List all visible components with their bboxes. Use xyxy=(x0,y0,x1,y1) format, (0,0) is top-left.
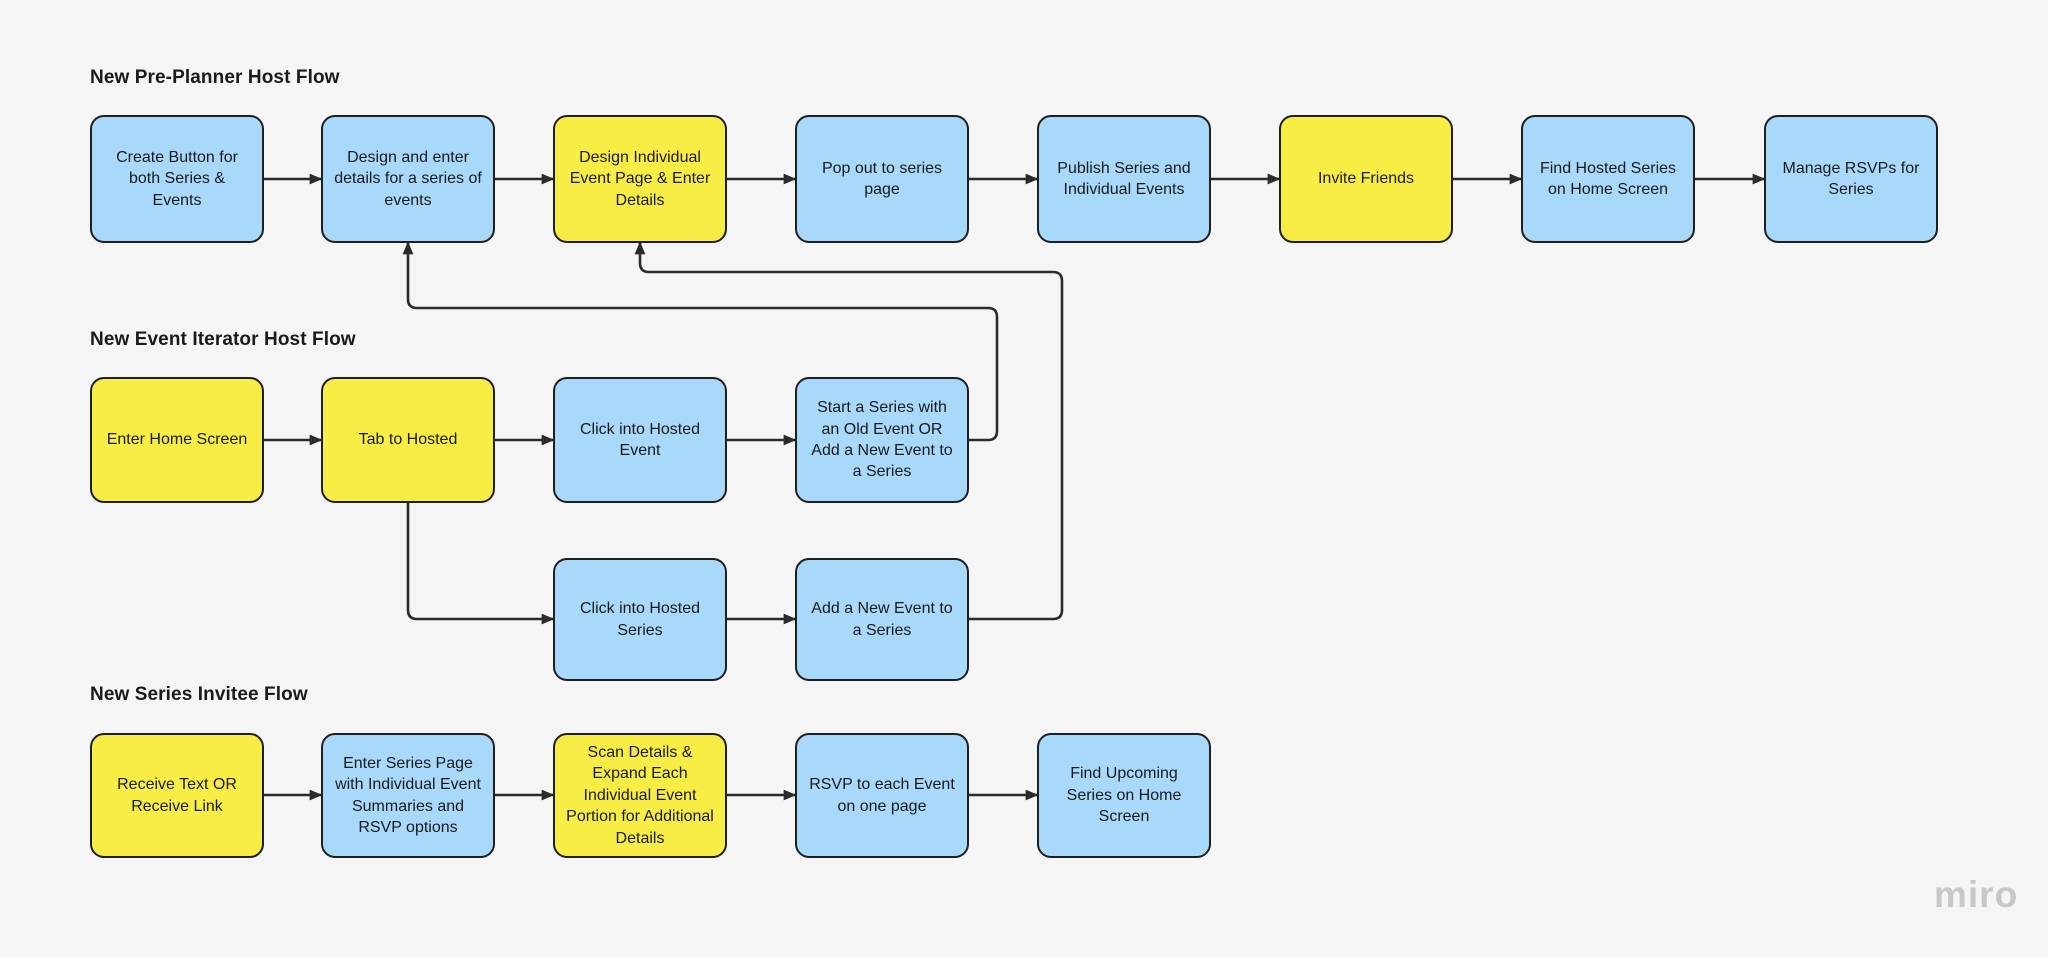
miro-watermark: miro xyxy=(1934,874,2019,915)
flow-title-pre-planner-host[interactable]: New Pre-Planner Host Flow xyxy=(90,67,340,88)
connector-tab-to-hosted-to-click-hosted-series[interactable] xyxy=(406,503,555,625)
node-find-hosted-series[interactable]: Find Hosted Series on Home Screen xyxy=(1521,115,1695,243)
node-invite-friends[interactable]: Invite Friends xyxy=(1279,115,1453,243)
node-find-upcoming[interactable]: Find Upcoming Series on Home Screen xyxy=(1037,733,1211,858)
node-click-hosted-series[interactable]: Click into Hosted Series xyxy=(553,558,727,681)
node-enter-series-page[interactable]: Enter Series Page with Individual Event … xyxy=(321,733,495,858)
node-pop-out-series[interactable]: Pop out to series page xyxy=(795,115,969,243)
node-design-series-details[interactable]: Design and enter details for a series of… xyxy=(321,115,495,243)
node-click-hosted-event[interactable]: Click into Hosted Event xyxy=(553,377,727,503)
node-rsvp-each-event[interactable]: RSVP to each Event on one page xyxy=(795,733,969,858)
node-tab-to-hosted[interactable]: Tab to Hosted xyxy=(321,377,495,503)
node-enter-home[interactable]: Enter Home Screen xyxy=(90,377,264,503)
connector-add-new-event-to-design-individual-event[interactable] xyxy=(634,241,1064,621)
node-start-series-old-event[interactable]: Start a Series with an Old Event OR Add … xyxy=(795,377,969,503)
node-scan-details[interactable]: Scan Details & Expand Each Individual Ev… xyxy=(553,733,727,858)
flow-title-event-iterator-host[interactable]: New Event Iterator Host Flow xyxy=(90,329,356,350)
node-add-new-event[interactable]: Add a New Event to a Series xyxy=(795,558,969,681)
node-publish-series[interactable]: Publish Series and Individual Events xyxy=(1037,115,1211,243)
node-create-button[interactable]: Create Button for both Series & Events xyxy=(90,115,264,243)
flow-title-series-invitee[interactable]: New Series Invitee Flow xyxy=(90,684,308,705)
node-receive-text[interactable]: Receive Text OR Receive Link xyxy=(90,733,264,858)
node-design-individual-event[interactable]: Design Individual Event Page & Enter Det… xyxy=(553,115,727,243)
node-manage-rsvps[interactable]: Manage RSVPs for Series xyxy=(1764,115,1938,243)
connector-start-series-old-event-to-design-series-details[interactable] xyxy=(402,241,999,442)
